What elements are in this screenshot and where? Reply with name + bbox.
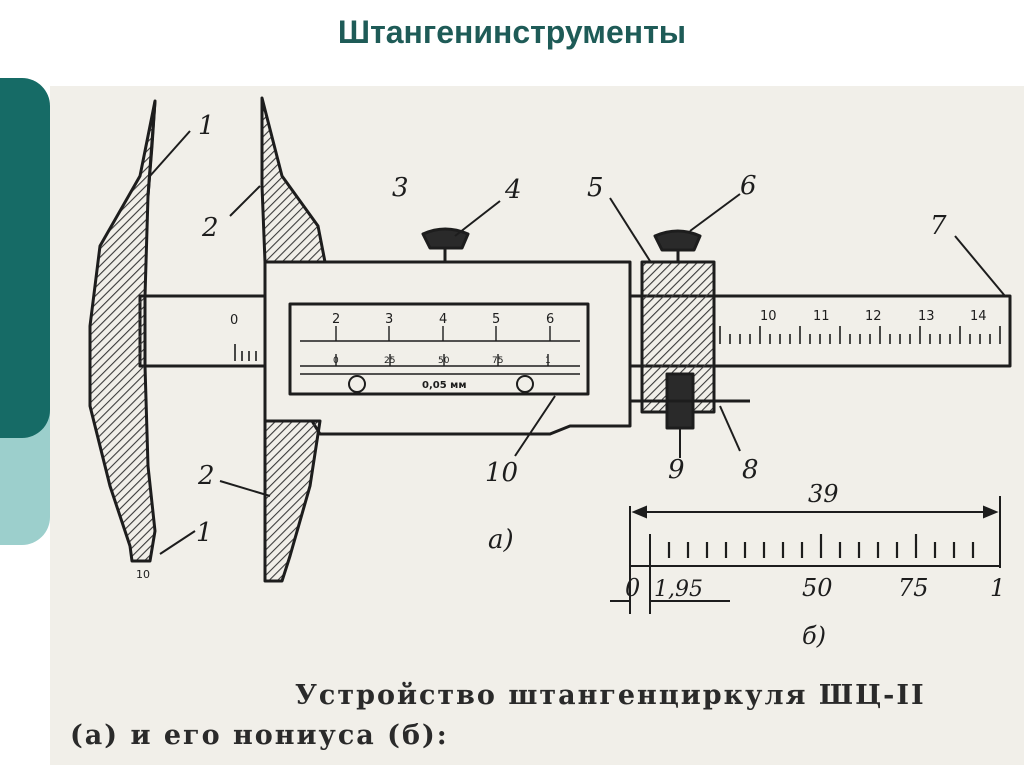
fixed-jaw-inner: [146, 100, 157, 197]
label-fixed-jaw-bottom: 1: [196, 518, 213, 548]
vernier-50: 50: [438, 356, 450, 366]
figure-b-label: б): [802, 622, 826, 650]
window-scale-6: 6: [546, 312, 554, 327]
vernier-offset: 1,95: [654, 577, 703, 602]
slide-title: Штангенинструменты: [337, 14, 687, 50]
movable-jaw-lower: [263, 419, 322, 583]
label-vernier-10: 10: [485, 458, 518, 488]
plate-screw-right: [516, 375, 534, 393]
vernier-b-50: 50: [802, 574, 833, 602]
vernier-length: 39: [808, 480, 839, 508]
leader-lines: [149, 130, 1006, 555]
movable-jaw-upper: [260, 96, 327, 264]
fixed-jaw-outer: [88, 99, 157, 563]
jaw-mark: 10: [136, 568, 150, 581]
label-rod-7: 7: [930, 211, 947, 241]
window-scale-2: 2: [332, 312, 340, 327]
caliper-drawing: 1 2 3 4 5 6 7 2 1 10 9 8 0 10 11 12 13 1…: [88, 96, 1012, 650]
label-nut-9: 9: [668, 455, 685, 485]
vernier-zero: 0: [625, 574, 640, 602]
rod-scale-11: 11: [813, 309, 830, 324]
rod-scale-13: 13: [918, 309, 935, 324]
vernier-diagram-ticks: [667, 534, 975, 558]
rod-ticks: [234, 326, 1001, 361]
label-screw-8: 8: [742, 455, 759, 485]
window-scale-5: 5: [492, 312, 500, 327]
plate-screw-left: [348, 375, 366, 393]
vernier-diagram: [610, 496, 1001, 614]
screw-6: [653, 229, 702, 252]
rod-scale-0: 0: [230, 313, 238, 328]
caliper-figure: 1 2 3 4 5 6 7 2 1 10 9 8 0 10 11 12 13 1…: [50, 86, 1024, 765]
accent-bar-dark: [0, 78, 50, 438]
vernier-75: 75: [492, 356, 503, 366]
vernier-25: 25: [384, 356, 395, 366]
vernier-b-1: 1: [990, 574, 1005, 602]
vernier-1: 1: [545, 356, 551, 366]
rod-scale-10: 10: [760, 309, 777, 324]
figure-caption: Устройство штангенциркуля ШЦ-II (а) и ег…: [70, 676, 1020, 756]
rod-scale-12: 12: [865, 309, 882, 324]
label-jaw-lower: 2: [197, 461, 215, 491]
label-fixed-jaw-top: 1: [198, 111, 215, 141]
window-ticks: [300, 326, 580, 375]
label-screw-4: 4: [504, 175, 522, 205]
window-scale-3: 3: [385, 312, 393, 327]
vernier-0: 0: [333, 356, 339, 366]
vernier-b-75: 75: [898, 574, 929, 602]
label-frame: 3: [392, 173, 409, 203]
label-clamp-5: 5: [587, 173, 604, 203]
label-jaw-upper: 2: [201, 213, 219, 243]
scale-window: [288, 302, 590, 396]
window-scale-4: 4: [439, 312, 447, 327]
caption-line-2: (а) и его нониуса (б):: [70, 720, 449, 751]
rod-scale-14: 14: [970, 309, 987, 324]
vernier-plate-text: 0,05 мм: [422, 380, 467, 391]
figure-a-label: а): [488, 525, 514, 555]
caption-line-1: Устройство штангенциркуля ШЦ-II: [295, 680, 926, 711]
label-screw-6: 6: [740, 171, 757, 201]
